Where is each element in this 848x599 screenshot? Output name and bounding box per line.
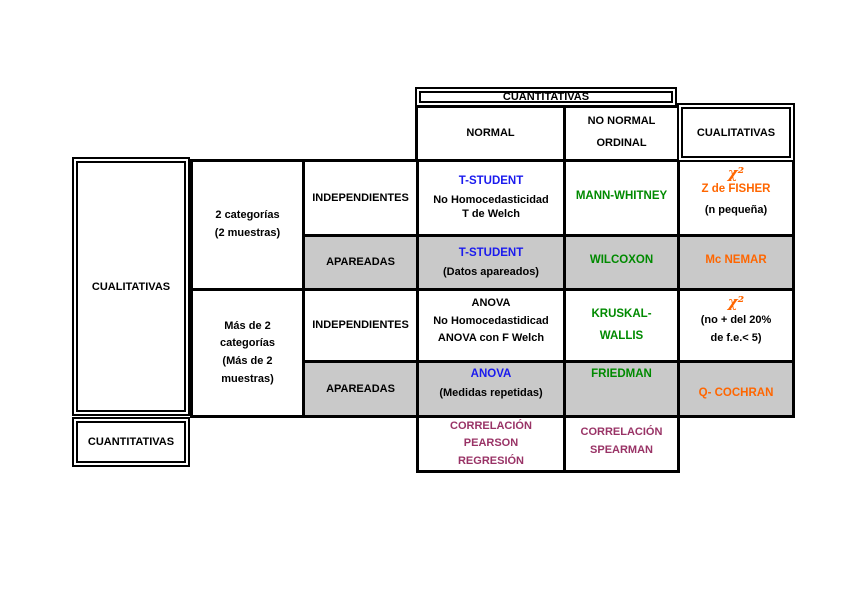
- cell-friedman: FRIEDMAN: [563, 360, 680, 418]
- cell-correlacion-spearman: CORRELACIÓN SPEARMAN: [563, 415, 680, 473]
- test-name: Q- COCHRAN: [698, 386, 774, 399]
- more-than-two-line2: categorías: [219, 337, 276, 350]
- test-name: ANOVA: [470, 368, 512, 380]
- cell-q-cochran: Q- COCHRAN: [677, 360, 795, 418]
- header-cell-normal: NORMAL: [415, 105, 566, 162]
- cell-kruskal-wallis: KRUSKAL- WALLIS: [563, 288, 680, 363]
- cell-correlacion-pearson-regresion: CORRELACIÓN PEARSON REGRESIÓN: [416, 415, 566, 473]
- two-categories-line1: 2 categorías: [215, 209, 280, 222]
- test-note-line: No Homocedasticidad: [433, 193, 549, 206]
- header-cualitativas-label: CUALITATIVAS: [696, 126, 776, 139]
- independientes-label: INDEPENDIENTES: [312, 191, 409, 204]
- test-note-line: (n pequeña): [704, 203, 768, 216]
- test-note-line: No Homocedastidicad: [433, 314, 549, 327]
- test-name: MANN-WHITNEY: [575, 189, 668, 202]
- test-name: T-STUDENT: [458, 175, 524, 188]
- header-cell-no-normal-ordinal: NO NORMAL ORDINAL: [563, 105, 680, 162]
- sidebar-cuantitativas-label: CUANTITATIVAS: [87, 436, 175, 448]
- independientes-label: INDEPENDIENTES: [312, 319, 409, 332]
- cell-chi2-z-fisher: χ² Z de FISHER (n pequeña): [677, 159, 795, 237]
- test-note-line: ANOVA con F Welch: [437, 332, 545, 345]
- test-name: WILCOXON: [589, 254, 654, 267]
- rowgroup-cell-two-categories: 2 categorías (2 muestras): [190, 159, 305, 291]
- sidebar-box-cualitativas: CUALITATIVAS: [72, 157, 190, 416]
- test-name: FRIEDMAN: [591, 368, 652, 380]
- header-box-cuantitativas: CUANTITATIVAS: [415, 87, 677, 107]
- rowtype-cell-apareadas-2cat: APAREADAS: [302, 234, 419, 291]
- test-note-line: de f.e.< 5): [710, 331, 762, 344]
- header-no-normal-label: NO NORMAL: [587, 115, 656, 127]
- test-name-line: CORRELACIÓN: [450, 419, 532, 432]
- cell-t-student-independent: T-STUDENT No Homocedasticidad T de Welch: [416, 159, 566, 237]
- test-name: Mc NEMAR: [705, 254, 767, 267]
- cell-anova-independent: ANOVA No Homocedastidicad ANOVA con F We…: [416, 288, 566, 363]
- cell-mc-nemar: Mc NEMAR: [677, 234, 795, 291]
- test-note-line: (Medidas repetidas): [439, 386, 543, 399]
- test-note-line: (no + del 20%: [700, 314, 772, 326]
- header-normal-label: NORMAL: [466, 127, 515, 140]
- apareadas-label: APAREADAS: [326, 382, 395, 395]
- sidebar-cualitativas-label: CUALITATIVAS: [91, 280, 171, 293]
- test-note-line: T de Welch: [462, 208, 520, 221]
- test-note-line: (Datos apareados): [443, 265, 539, 278]
- rowtype-cell-apareadas-morecat: APAREADAS: [302, 360, 419, 418]
- more-than-two-line1: Más de 2: [224, 319, 271, 332]
- test-name-line: SPEARMAN: [590, 443, 653, 456]
- header-cuantitativas-label: CUANTITATIVAS: [502, 91, 590, 103]
- test-name: ANOVA: [471, 297, 511, 309]
- test-name-line: WALLIS: [599, 329, 644, 342]
- cell-t-student-paired: T-STUDENT (Datos apareados): [416, 234, 566, 291]
- header-box-cualitativas: CUALITATIVAS: [677, 103, 795, 162]
- rowgroup-cell-more-than-two-categories: Más de 2 categorías (Más de 2 muestras): [190, 288, 305, 418]
- rowtype-cell-independientes-morecat: INDEPENDIENTES: [302, 288, 419, 363]
- test-name-line: PEARSON: [463, 437, 519, 450]
- cell-wilcoxon: WILCOXON: [563, 234, 680, 291]
- test-name-line: KRUSKAL-: [591, 307, 652, 320]
- more-than-two-line4: muestras): [221, 372, 274, 385]
- more-than-two-line3: (Más de 2: [222, 355, 273, 367]
- cell-mann-whitney: MANN-WHITNEY: [563, 159, 680, 237]
- rowtype-cell-independientes-2cat: INDEPENDIENTES: [302, 159, 419, 237]
- two-categories-line2: (2 muestras): [214, 227, 281, 239]
- chi-squared-symbol: χ²: [727, 293, 745, 311]
- cell-chi2-20pct: χ² (no + del 20% de f.e.< 5): [677, 288, 795, 363]
- apareadas-label: APAREADAS: [326, 256, 395, 269]
- test-name-line: REGRESIÓN: [457, 454, 524, 467]
- chi-squared-symbol: χ²: [727, 164, 745, 182]
- cell-anova-repeated: ANOVA (Medidas repetidas): [416, 360, 566, 418]
- header-ordinal-label: ORDINAL: [596, 137, 647, 150]
- test-name: Z de FISHER: [701, 183, 771, 195]
- sidebar-box-cuantitativas: CUANTITATIVAS: [72, 417, 190, 467]
- test-name: T-STUDENT: [458, 247, 524, 260]
- test-name-line: CORRELACIÓN: [580, 426, 663, 438]
